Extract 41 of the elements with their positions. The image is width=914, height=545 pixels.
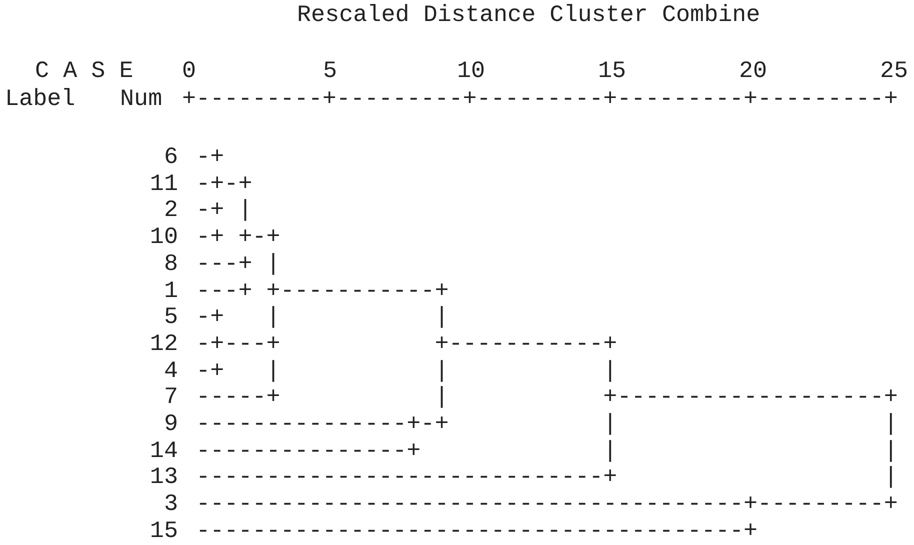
dendrogram-branch: -----+ | +-------------------+ — [196, 386, 898, 410]
dendrogram-branch: ---------------+-+ | | — [196, 413, 898, 437]
axis-tick-label: 15 — [598, 60, 626, 84]
case-number: 8 — [164, 252, 178, 277]
case-number: 1 — [164, 280, 178, 304]
axis-tick-label: 10 — [456, 60, 486, 84]
dendrogram-branch: -+---+ +-----------+ — [196, 332, 618, 357]
column-header: C A S E — [35, 60, 134, 84]
dendrogram-branch: -+-+ — [196, 172, 252, 197]
axis-tick-label: 5 — [323, 60, 338, 84]
axis-tick-label: 20 — [738, 60, 768, 84]
case-number: 2 — [164, 199, 178, 224]
chart-title: Rescaled Distance Cluster Combine — [297, 4, 760, 28]
case-number: 4 — [164, 360, 178, 384]
column-header: Label — [5, 88, 76, 112]
axis-tick-label: 0 — [182, 60, 196, 84]
dendrogram-branch: ---+ +-----------+ — [196, 280, 449, 304]
dendrogram-branch: -+ +-+ — [196, 226, 280, 250]
dendrogram-branch: ---------------+ | | — [196, 440, 898, 464]
axis-scale: +---------+---------+---------+---------+---------+ — [182, 88, 898, 112]
case-number: 14 — [150, 440, 178, 464]
case-number: 15 — [150, 520, 178, 544]
case-number: 5 — [164, 306, 178, 330]
case-number: 7 — [164, 386, 178, 410]
dendrogram-branch: -+ | | — [196, 306, 449, 330]
case-number: 6 — [164, 146, 178, 170]
dendrogram-branch: ---+ | — [196, 252, 280, 277]
axis-tick-label: 25 — [880, 60, 908, 84]
case-number: 10 — [150, 226, 178, 250]
dendrogram-branch: -+ | — [196, 199, 252, 224]
dendrogram-branch: ---------------------------------------+---------+ — [196, 493, 898, 518]
case-number: 3 — [164, 493, 178, 518]
dendrogram-branch: ---------------------------------------+ — [196, 520, 758, 544]
dendrogram-branch: -+ — [196, 146, 224, 170]
dendrogram-branch: -----------------------------+ | — [196, 466, 898, 490]
case-number: 13 — [150, 466, 178, 490]
case-number: 12 — [150, 332, 178, 357]
column-header: Num — [120, 88, 162, 112]
dendrogram-branch: -+ | | | — [196, 360, 618, 384]
case-number: 11 — [150, 172, 178, 197]
case-number: 9 — [164, 413, 178, 437]
